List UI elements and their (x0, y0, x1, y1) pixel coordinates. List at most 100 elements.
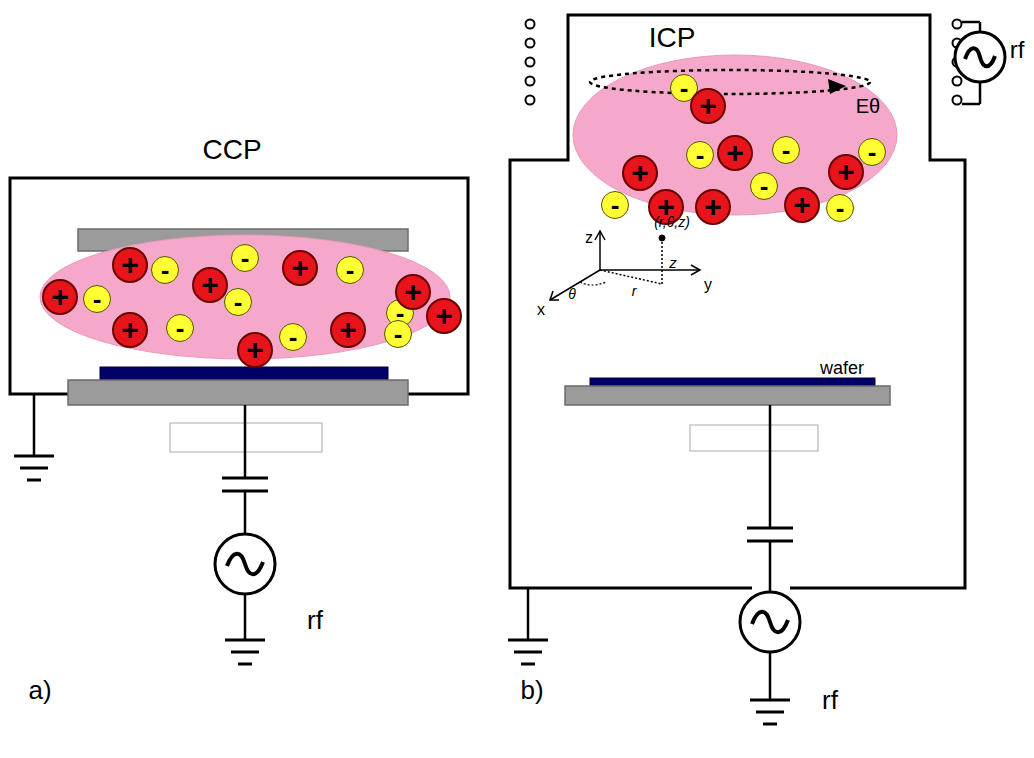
rf-tilde (752, 612, 788, 633)
bottom-electrode (68, 380, 408, 405)
positive-ion: + (42, 279, 78, 315)
ground-symbol (521, 663, 535, 666)
negative-ion: - (750, 172, 778, 200)
ion-sign: - (161, 257, 170, 283)
coil-turn (526, 58, 535, 67)
wafer (100, 367, 388, 380)
positive-ion: + (690, 88, 726, 124)
negative-ion: - (224, 288, 252, 316)
ion-sign: + (201, 270, 219, 300)
azimuthal-field-loop (590, 70, 870, 94)
wire (244, 405, 247, 478)
ion-sign: - (868, 139, 877, 165)
wire (527, 588, 530, 640)
ion-sign: - (241, 245, 250, 271)
positive-ion: + (112, 247, 148, 283)
r-line (600, 270, 662, 284)
ion-sign: + (291, 253, 309, 283)
label-heading: ICP (649, 24, 696, 52)
chamber-wall (10, 178, 468, 394)
coil-turn (953, 20, 962, 29)
coil-turn (526, 77, 535, 86)
rf-source (955, 32, 1005, 82)
negative-ion: - (826, 194, 854, 222)
ground-symbol (225, 639, 265, 642)
positive-ion: + (282, 250, 318, 286)
negative-ion: - (151, 256, 179, 284)
ion-sign: + (435, 301, 453, 331)
coil-turn (526, 39, 535, 48)
ion-sign: - (234, 289, 243, 315)
positive-ion: + (192, 267, 228, 303)
field-label: Eθ (856, 96, 880, 116)
rf-source (740, 592, 800, 652)
ion-sign: + (726, 138, 744, 168)
positive-ion: + (395, 274, 431, 310)
positive-ion: + (828, 154, 864, 190)
ion-sign: - (782, 137, 791, 163)
theta-arc (580, 282, 606, 285)
ion-sign: + (699, 91, 717, 121)
wire (979, 82, 982, 104)
rf-label: rf (307, 607, 323, 633)
negative-ion: - (336, 256, 364, 284)
ion-sign: + (121, 250, 139, 280)
arrowhead (550, 291, 559, 300)
ion-sign: + (246, 335, 264, 365)
axis-label: r (632, 284, 637, 298)
ion-sign: + (704, 192, 722, 222)
chamber-wall (510, 15, 965, 588)
label-heading: CCP (202, 136, 261, 164)
negative-ion: - (858, 138, 886, 166)
ion-sign: - (289, 324, 298, 350)
coil-turn (526, 20, 535, 29)
ion-sign: - (394, 321, 403, 347)
ion-sign: - (680, 75, 689, 101)
ion-sign: - (836, 195, 845, 221)
axis-label: z (669, 255, 677, 270)
ion-sign: + (121, 315, 139, 345)
positive-ion: + (426, 298, 462, 334)
arrowhead (828, 79, 846, 94)
plasma (573, 55, 897, 215)
z-line (661, 238, 663, 284)
ground-symbol (508, 639, 548, 642)
positive-ion: + (695, 189, 731, 225)
ground-symbol (763, 723, 777, 726)
part-label: wafer (820, 359, 864, 377)
wire (962, 21, 980, 24)
positive-ion: + (237, 332, 273, 368)
axis-label: y (704, 277, 712, 293)
wire (244, 594, 247, 640)
rf-label: rf (822, 687, 838, 713)
coil-turn (953, 77, 962, 86)
wire (244, 491, 247, 534)
ion-sign: + (793, 190, 811, 220)
coil-turn (526, 96, 535, 105)
z-axis (599, 232, 601, 270)
positive-ion: + (622, 155, 658, 191)
rf-tilde (227, 554, 263, 575)
axis-label: x (537, 302, 545, 318)
wire (769, 652, 772, 700)
electrode (565, 386, 890, 405)
capacitor-plate (747, 527, 793, 530)
positive-ion: + (784, 187, 820, 223)
wire (962, 103, 980, 106)
negative-ion: - (279, 323, 307, 351)
positive-ion: + (330, 312, 366, 348)
negative-ion: - (83, 285, 111, 313)
panel-label: b) (520, 677, 543, 703)
y-axis (600, 269, 700, 271)
ground-symbol (14, 455, 54, 458)
panel-label: a) (28, 677, 51, 703)
ground-symbol (27, 479, 41, 482)
pedestal (690, 425, 818, 451)
rf-source (215, 534, 275, 594)
negative-ion: - (601, 191, 629, 219)
ground-symbol (231, 651, 259, 654)
ion-sign: + (631, 158, 649, 188)
coil-turn (953, 96, 962, 105)
positive-ion: + (717, 135, 753, 171)
